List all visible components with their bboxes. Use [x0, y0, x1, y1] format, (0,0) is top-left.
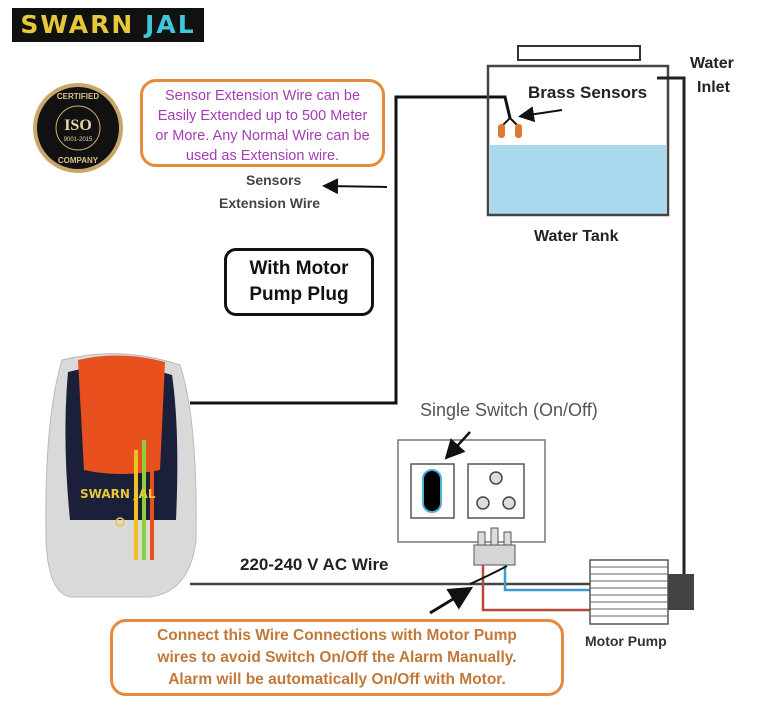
note-line: Alarm will be automatically On/Off with …: [168, 671, 506, 688]
tank-water: [490, 145, 666, 214]
iso-company-text: COMPANY: [58, 156, 99, 165]
sensors-label: Sensors: [246, 172, 302, 188]
note-line: Easily Extended up to 500 Meter: [157, 108, 368, 124]
logo-swarn: SWARN: [20, 10, 135, 39]
note-line: Sensor Extension Wire can be: [164, 88, 361, 104]
logo-jal: JAL: [145, 10, 196, 39]
tank-lid: [517, 45, 641, 61]
water-inlet-label-2: Inlet: [697, 79, 730, 96]
water-inlet-label-1: Water: [690, 55, 734, 72]
plug-line: Pump Plug: [249, 284, 349, 305]
ac-wire-label: 220-240 V AC Wire: [240, 555, 389, 574]
water-tank-label: Water Tank: [534, 228, 619, 245]
arrow-connection: [429, 586, 474, 615]
plug: [473, 527, 516, 566]
sensor-wire: [190, 95, 512, 405]
device-logo: SWARN JAL: [80, 487, 156, 501]
note-line: Connect this Wire Connections with Motor…: [157, 627, 517, 644]
note-line: used as Extension wire.: [185, 148, 340, 164]
iso-seal: CERTIFIED ISO 9001-2015 COMPANY: [33, 83, 123, 173]
iso-standard-text: 9001-2015: [64, 137, 93, 143]
arrow-switch: [444, 431, 471, 460]
neutral-wire: [503, 565, 592, 592]
motor-pump: [589, 559, 694, 625]
water-tank: [486, 64, 670, 217]
arrow-brass: [518, 106, 563, 123]
brass-sensors-label: Brass Sensors: [528, 83, 648, 102]
switch-rocker: [422, 469, 442, 513]
motor-plug-callout: With Motor Pump Plug: [224, 248, 374, 316]
note-line: or More. Any Normal Wire can be: [155, 128, 370, 144]
brand-logo: SWARN JAL: [12, 8, 204, 42]
connection-note: Connect this Wire Connections with Motor…: [110, 619, 564, 696]
plug-line: With Motor: [249, 258, 349, 279]
motor-pump-label: Motor Pump: [585, 633, 667, 649]
extension-wire-label: Extension Wire: [219, 195, 321, 211]
single-switch-label: Single Switch (On/Off): [420, 400, 598, 420]
water-inlet-pipe: [657, 76, 686, 576]
live-wire: [481, 565, 592, 612]
switch-board: [397, 439, 546, 543]
swarnjal-alarm-device: SWARN JAL: [45, 353, 197, 598]
iso-main-text: ISO: [64, 117, 92, 134]
extension-note: Sensor Extension Wire can be Easily Exte…: [140, 79, 385, 167]
note-line: wires to avoid Switch On/Off the Alarm M…: [157, 649, 517, 666]
iso-certified-text: CERTIFIED: [57, 92, 99, 101]
arrow-sensors: [322, 178, 388, 195]
brass-sensors: [498, 117, 522, 138]
